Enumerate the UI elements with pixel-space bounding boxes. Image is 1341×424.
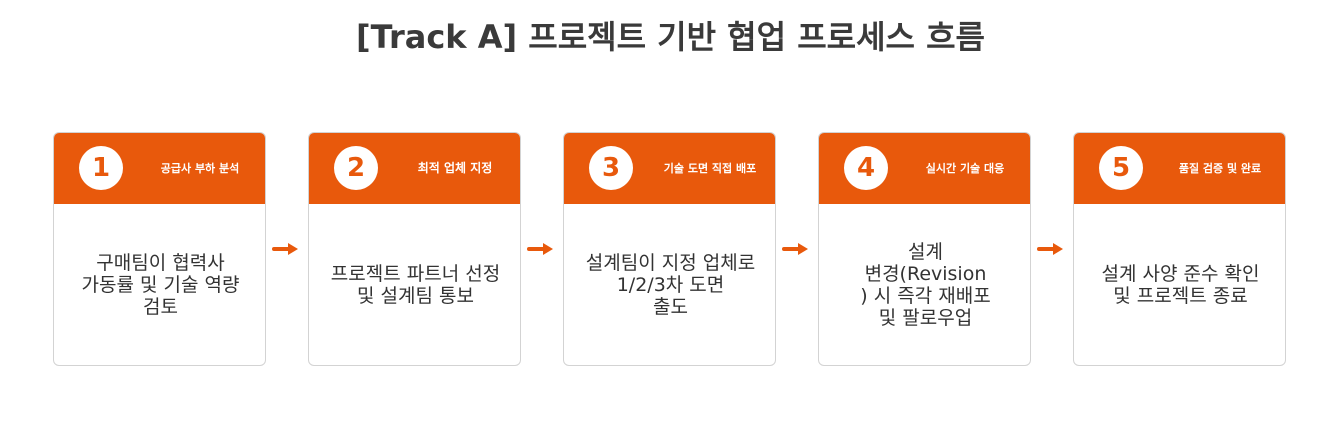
step-number-1: 1 bbox=[79, 146, 123, 190]
step-description-5: 설계 사양 준수 확인 및 프로젝트 종료 bbox=[1101, 263, 1260, 307]
step-header-2: 2 최적 업체 지정 bbox=[309, 133, 520, 204]
step-description-3: 설계팀이 지정 업체로 1/2/3차 도면 출도 bbox=[585, 252, 756, 318]
step-header-1: 1 공급사 부하 분석 bbox=[54, 133, 265, 204]
step-header-4: 4 실시간 기술 대응 bbox=[819, 133, 1030, 204]
step-card-4: 4 실시간 기술 대응 설계 변경(Revision ) 시 즉각 재배포 및 … bbox=[818, 132, 1031, 366]
arrow-right-icon bbox=[782, 243, 808, 255]
step-description-1: 구매팀이 협력사 가동률 및 기술 역량 검토 bbox=[81, 252, 240, 318]
arrow-right-icon bbox=[272, 243, 298, 255]
step-description-2: 프로젝트 파트너 선정 및 설계팀 통보 bbox=[330, 263, 501, 307]
arrow-right-icon bbox=[1037, 243, 1063, 255]
step-header-5: 5 품질 검증 및 완료 bbox=[1074, 133, 1285, 204]
step-title-3: 기술 도면 직접 배포 bbox=[663, 162, 757, 175]
step-number-2: 2 bbox=[334, 146, 378, 190]
step-title-2: 최적 업체 지정 bbox=[417, 161, 493, 175]
step-card-1: 1 공급사 부하 분석 구매팀이 협력사 가동률 및 기술 역량 검토 bbox=[53, 132, 266, 366]
step-header-3: 3 기술 도면 직접 배포 bbox=[564, 133, 775, 204]
step-number-3: 3 bbox=[589, 146, 633, 190]
step-number-5: 5 bbox=[1099, 146, 1143, 190]
step-card-2: 2 최적 업체 지정 프로젝트 파트너 선정 및 설계팀 통보 bbox=[308, 132, 521, 366]
arrow-right-icon bbox=[527, 243, 553, 255]
step-title-4: 실시간 기술 대응 bbox=[925, 162, 1005, 175]
step-card-3: 3 기술 도면 직접 배포 설계팀이 지정 업체로 1/2/3차 도면 출도 bbox=[563, 132, 776, 366]
step-card-5: 5 품질 검증 및 완료 설계 사양 준수 확인 및 프로젝트 종료 bbox=[1073, 132, 1286, 366]
process-flow: 1 공급사 부하 분석 구매팀이 협력사 가동률 및 기술 역량 검토 2 최적… bbox=[53, 132, 1289, 368]
step-description-4: 설계 변경(Revision ) 시 즉각 재배포 및 팔로우업 bbox=[860, 241, 991, 329]
step-title-5: 품질 검증 및 완료 bbox=[1178, 162, 1262, 175]
diagram-title: [Track A] 프로젝트 기반 협업 프로세스 흐름 bbox=[356, 18, 985, 56]
step-title-1: 공급사 부하 분석 bbox=[160, 162, 240, 175]
step-number-4: 4 bbox=[844, 146, 888, 190]
